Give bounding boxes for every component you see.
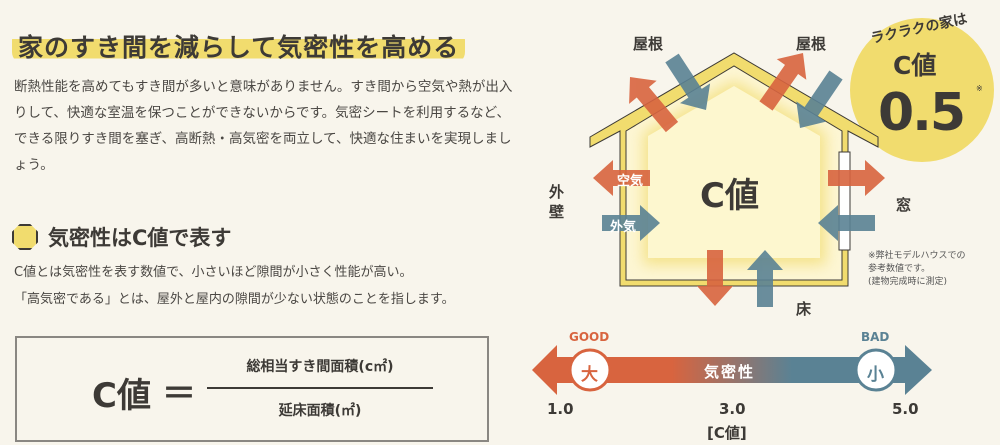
- badge-circle: [850, 18, 994, 162]
- bad-label: BAD: [861, 330, 890, 344]
- airtightness-scale-arrow: [532, 345, 932, 395]
- tick-1: 1.0: [547, 400, 574, 418]
- note-line-1: ※弊社モデルハウスでの: [868, 251, 966, 261]
- window-air-out-arrow: [828, 160, 885, 196]
- formula-denominator: 延床面積(㎡): [278, 403, 362, 419]
- formula-box: C値 ＝ 総相当すき間面積(c㎡) 延床面積(㎡): [15, 336, 489, 442]
- fraction-line: [207, 387, 433, 389]
- floor-air-in-arrow: [747, 250, 783, 307]
- wall-air-out-arrow: [593, 160, 650, 196]
- roof-right-air-out-arrow: [759, 53, 807, 111]
- good-label: GOOD: [569, 330, 610, 344]
- badge-label: C値: [893, 51, 937, 80]
- label-center-c-value: C値: [700, 176, 759, 216]
- small-circle: [854, 348, 898, 392]
- roof-left-air-out-arrow: [629, 77, 679, 133]
- big-circle: [568, 348, 612, 392]
- tick-3: 3.0: [719, 400, 746, 418]
- label-air-in: 外気: [610, 220, 637, 235]
- formula-numerator: 総相当すき間面積(c㎡): [246, 359, 394, 375]
- floor-air-out-arrow: [697, 250, 733, 306]
- formula-c-value: C値: [92, 376, 151, 416]
- window: [838, 151, 851, 251]
- badge-value: 0.5: [878, 83, 966, 143]
- note-line-3: (建物完成時に測定): [868, 277, 948, 287]
- label-roof-right: 屋根: [796, 35, 827, 53]
- scale-label: 気密性: [704, 363, 756, 381]
- big-label: 大: [581, 365, 598, 385]
- scale-unit: [C値]: [707, 424, 747, 442]
- section-line-1: C値とは気密性を表す数値で、小さいほど隙間が小さく性能が高い。: [14, 265, 413, 280]
- roof-left-air-in-arrow: [665, 53, 711, 110]
- label-wall: 外壁: [549, 183, 565, 221]
- diagram-note: ※弊社モデルハウスでの 参考数値です。 (建物完成時に測定): [868, 250, 966, 289]
- tick-5: 5.0: [892, 400, 919, 418]
- octagon-bullet-icon: [12, 224, 38, 250]
- page-title: 家のすき間を減らして気密性を高める: [12, 28, 466, 64]
- label-floor: 床: [796, 300, 812, 318]
- small-label: 小: [867, 365, 884, 385]
- intro-text: 断熱性能を高めてもすき間が多いと意味がありません。すき間から空気や熱が出入りして…: [14, 79, 513, 173]
- wall-air-in-arrow: [602, 205, 660, 241]
- label-roof-left: 屋根: [633, 35, 664, 53]
- section-line-2: 「高気密である」とは、屋外と屋内の隙間が少ない状態のことを指します。: [14, 292, 455, 307]
- label-window: 窓: [896, 196, 912, 214]
- badge-note-mark: ※: [976, 84, 983, 93]
- label-air-out: 空気: [617, 174, 644, 189]
- section-heading-text: 気密性はC値で表す: [48, 226, 232, 250]
- formula-equals: ＝: [162, 374, 196, 414]
- roof-right-air-in-arrow: [796, 70, 843, 128]
- window-air-in-arrow: [818, 205, 875, 241]
- note-line-2: 参考数値です。: [868, 264, 931, 274]
- interior-core: [648, 86, 820, 258]
- section-heading: 気密性はC値で表す: [12, 222, 231, 252]
